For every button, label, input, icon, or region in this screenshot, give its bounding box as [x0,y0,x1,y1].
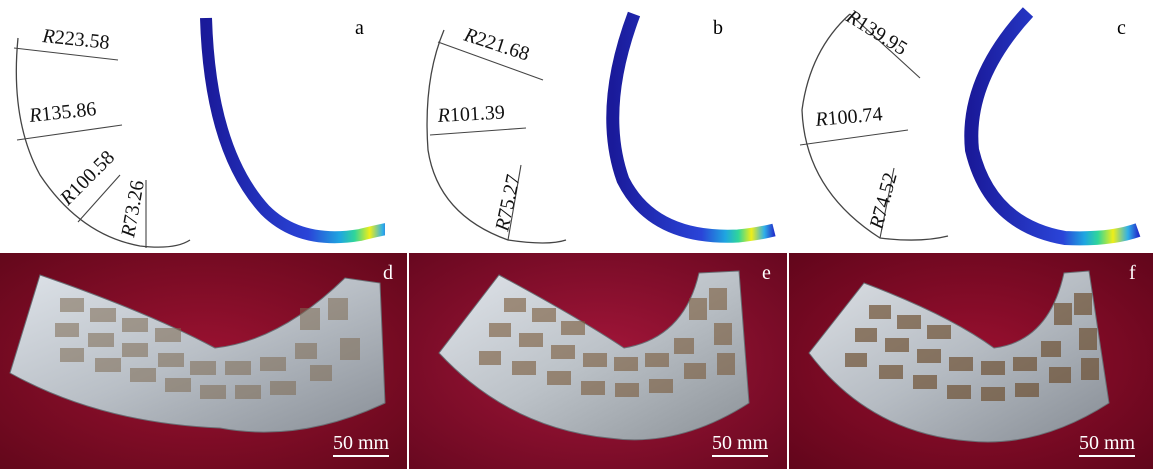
radius-line-3 [507,164,522,241]
panel-letter: b [713,17,723,39]
scale-bar: 50 mm [1079,432,1136,457]
scale-bar-label: 50 mm [1079,432,1136,454]
arc-profile [426,29,567,244]
radius-label-a2: R135.86 [27,98,97,127]
radius-label-c1: R139.95 [842,5,912,60]
bottom-row: d 50 mm [0,253,1153,469]
photo-d-image [0,253,407,469]
pocket-grid [479,288,735,397]
scale-bar: 50 mm [712,432,769,457]
panel-letter: f [1129,262,1136,284]
panel-letter: c [1117,17,1126,39]
top-row: R223.58 R135.86 R100.58 R73.26 a [0,0,1153,253]
simulation-strip [606,11,776,243]
panel-letter: e [762,262,771,284]
panel-c-drawing: R139.95 R100.74 R74.52 [799,5,1141,246]
scale-bar-line [1079,455,1136,457]
radius-label-b3: R75.27 [491,172,525,234]
radius-label-c3: R74.52 [865,170,901,232]
photo-f-image [789,253,1153,469]
radius-label-a3: R100.58 [55,146,119,210]
radius-label-a1: R223.58 [40,25,110,54]
radius-label-b2: R101.39 [436,102,505,128]
panel-a: R223.58 R135.86 R100.58 R73.26 a [0,0,394,253]
scale-bar-line [333,455,390,457]
simulation-strip [200,17,394,244]
arc-profile [15,37,191,248]
photo-f: f 50 mm [789,253,1153,469]
radius-label-a4: R73.26 [117,179,149,240]
photo-d: d 50 mm [0,253,407,469]
arc-profile [801,13,949,241]
radius-label-c2: R100.74 [814,103,884,131]
radius-line-1 [849,13,921,79]
simulation-strip [964,7,1141,246]
radius-line-2 [429,127,527,136]
panel-letter: a [355,17,364,39]
photo-e: e 50 mm [409,253,787,469]
panel-letter: d [383,262,393,284]
panel-a-drawing: R223.58 R135.86 R100.58 R73.26 [13,17,394,248]
panel-c: R139.95 R100.74 R74.52 c [790,0,1153,253]
radius-line-1 [437,41,544,81]
panel-b: R221.68 R101.39 R75.27 b [408,0,793,253]
radius-label-b1: R221.68 [461,24,533,66]
scale-bar-label: 50 mm [333,432,390,454]
radius-line-2 [799,129,909,146]
pocket-grid [845,293,1099,401]
radius-line-3 [77,174,121,223]
photo-e-image [409,253,787,469]
radius-line-2 [16,124,123,141]
scale-bar-line [712,455,769,457]
radius-line-3 [879,167,895,239]
panel-b-drawing: R221.68 R101.39 R75.27 [426,11,776,244]
radius-line-1 [13,47,119,61]
scale-bar: 50 mm [333,432,390,457]
pocket-grid [55,298,360,399]
scale-bar-label: 50 mm [712,432,769,454]
